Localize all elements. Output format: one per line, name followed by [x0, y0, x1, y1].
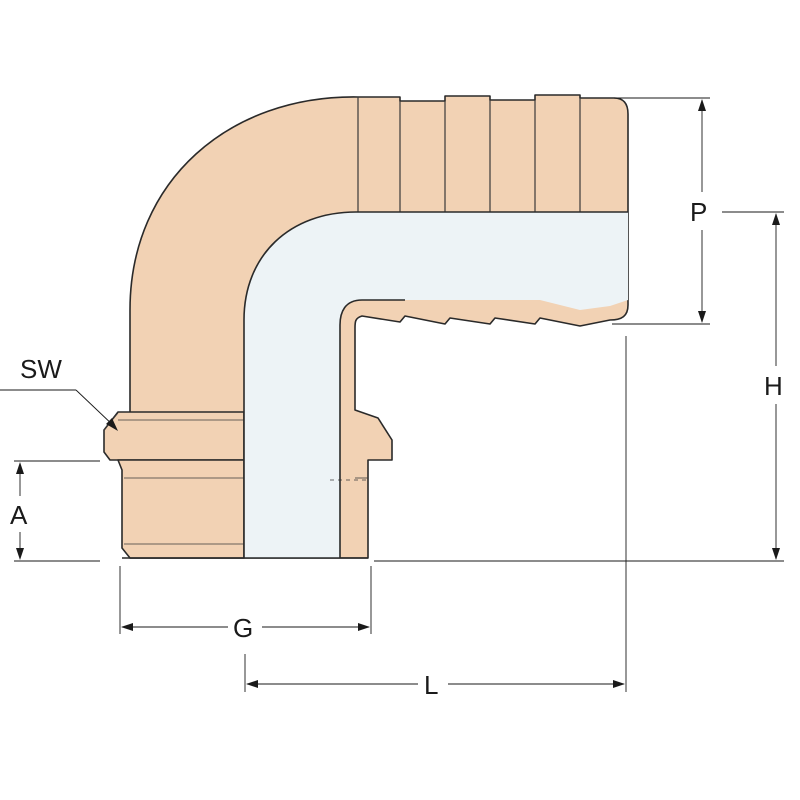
g-label-bg	[228, 608, 262, 644]
sw-arrowhead	[106, 418, 118, 431]
h-arrow-bottom	[772, 548, 780, 560]
p-arrow-bottom	[698, 311, 706, 323]
bore-outline-inner	[339, 299, 405, 558]
l-label-bg	[418, 664, 448, 700]
g-arrow-right	[358, 623, 370, 631]
g-arrow-left	[121, 623, 133, 631]
a-label: A	[10, 500, 28, 530]
a-arrow-top	[16, 462, 24, 474]
p-label-bg	[686, 192, 718, 230]
internal-bore	[244, 212, 628, 558]
p-arrow-top	[698, 99, 706, 111]
l-label: L	[424, 670, 438, 700]
a-arrow-bottom	[16, 548, 24, 560]
g-label: G	[233, 613, 253, 643]
bore-outline-outer	[243, 211, 628, 558]
p-label: P	[690, 197, 707, 227]
a-label-bg	[8, 496, 34, 532]
sw-label: SW	[20, 354, 62, 384]
hose-tail-ribs	[357, 97, 581, 212]
h-label: H	[764, 371, 783, 401]
hex-nut	[103, 411, 245, 461]
h-arrow-top	[772, 213, 780, 225]
l-arrow-left	[246, 680, 258, 688]
dimensions: SW A G L P	[0, 97, 792, 700]
l-arrow-right	[613, 680, 625, 688]
thread-section	[117, 459, 245, 559]
fitting-body	[103, 94, 629, 559]
h-label-bg	[760, 366, 792, 404]
